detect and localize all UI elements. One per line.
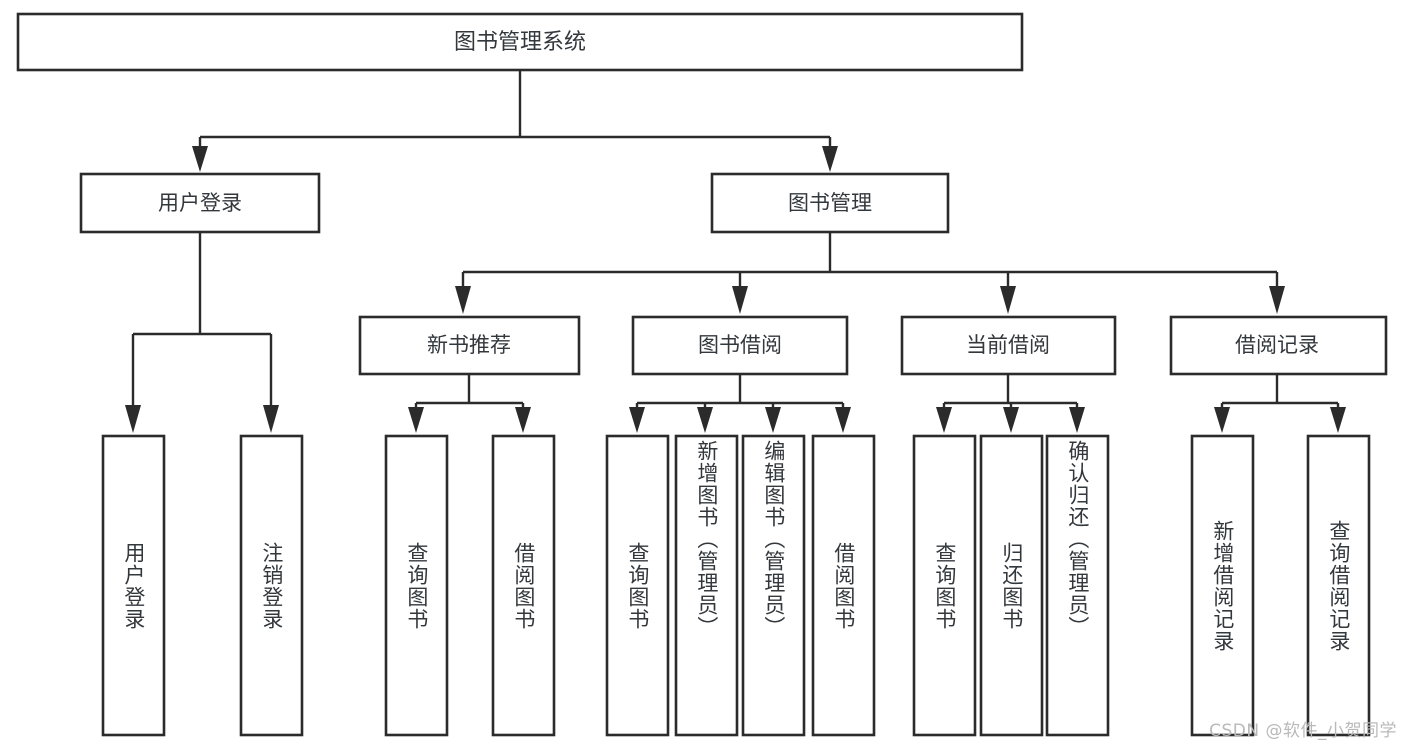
node-book-borrow-label: 图书借阅 [698,333,782,357]
csdn-watermark: CSDN @软件_小贺同学 [1209,721,1397,741]
connector-newbook-to-leaves [408,374,531,433]
leaf-box-bookborrow-1[interactable] [605,434,670,737]
arrow-head-icon [408,407,424,433]
arrow-head-icon [1330,407,1346,433]
node-borrow-record[interactable]: 借阅记录 [1169,315,1388,376]
node-new-book-recommend-label: 新书推荐 [427,333,511,357]
arrow-head-icon [835,407,851,433]
arrow-head-icon [765,407,781,433]
arrow-head-icon [1069,407,1085,433]
node-current-borrow-label: 当前借阅 [966,333,1050,357]
leaf-box-bookborrow-4[interactable] [811,434,876,737]
arrow-head-icon [515,407,531,433]
arrow-head-icon [732,286,748,314]
leaf-box-borrowrecord-1[interactable] [1190,434,1255,737]
node-book-management[interactable]: 图书管理 [710,172,950,234]
arrow-head-icon [263,405,279,433]
arrow-head-icon [125,405,141,433]
node-current-borrow[interactable]: 当前借阅 [900,315,1117,376]
arrow-head-icon [1000,286,1016,314]
leaf-box-newbook-1[interactable] [384,434,449,737]
arrow-head-icon [455,286,471,314]
connector-currentborrow-to-leaves [936,374,1085,433]
arrow-head-icon [192,146,208,172]
connector-bookmgmt-to-level2 [455,232,1285,314]
arrow-head-icon [697,407,713,433]
leaf-box-bookborrow-2[interactable] [674,434,739,737]
arrow-head-icon [1003,407,1019,433]
arrow-head-icon [822,146,838,172]
node-user-login[interactable]: 用户登录 [79,172,321,234]
arrow-head-icon [1269,286,1285,314]
node-book-management-label: 图书管理 [788,191,872,215]
leaf-box-user-login-2[interactable] [239,434,304,737]
leaf-box-bookborrow-3[interactable] [741,434,806,737]
node-new-book-recommend[interactable]: 新书推荐 [358,315,581,376]
node-root-label: 图书管理系统 [454,30,586,55]
leaf-box-user-login-1[interactable] [101,434,166,737]
connector-bookborrow-to-leaves [629,374,851,433]
leaf-box-newbook-2[interactable] [491,434,556,737]
node-user-login-label: 用户登录 [158,191,242,215]
arrow-head-icon [629,407,645,433]
leaf-box-currentborrow-3[interactable] [1045,434,1110,737]
node-book-borrow[interactable]: 图书借阅 [631,315,849,376]
leaf-box-currentborrow-1[interactable] [912,434,977,737]
leaf-box-borrowrecord-2[interactable] [1306,434,1371,737]
leaf-box-currentborrow-2[interactable] [979,434,1044,737]
connector-borrowrecord-to-leaves [1214,374,1346,433]
connector-root-to-level1 [192,70,838,172]
arrow-head-icon [1214,407,1230,433]
node-borrow-record-label: 借阅记录 [1235,333,1319,357]
connector-userlogin-to-leaves [125,232,279,433]
arrow-head-icon [936,407,952,433]
node-root[interactable]: 图书管理系统 [16,12,1024,72]
